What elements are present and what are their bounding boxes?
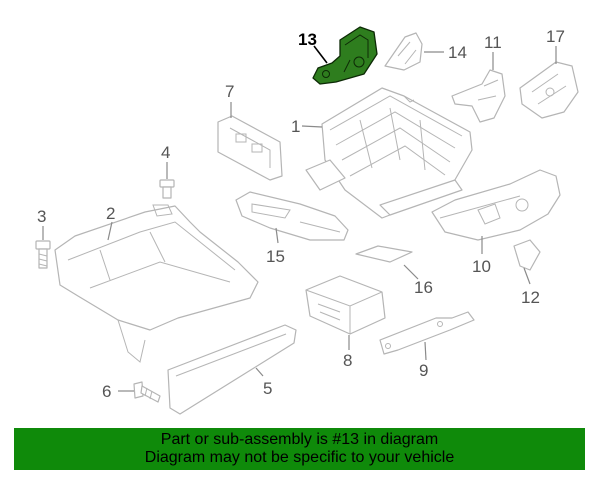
callout-12: 12 (521, 288, 540, 307)
callout-6: 6 (102, 382, 111, 401)
callout-leaders (42, 45, 557, 392)
callout-1: 1 (291, 117, 300, 136)
callout-2: 2 (106, 204, 115, 223)
part-1-seat-track-assembly[interactable] (305, 87, 473, 219)
callout-5: 5 (263, 379, 272, 398)
callout-3: 3 (37, 207, 46, 226)
callout-15: 15 (266, 247, 285, 266)
callout-9: 9 (419, 361, 428, 380)
part-14-bracket[interactable] (384, 32, 423, 71)
callout-16: 16 (414, 278, 433, 297)
callout-13-highlighted: 13 (298, 30, 317, 49)
part-4-bolt[interactable] (159, 179, 175, 199)
callout-11: 11 (484, 33, 502, 52)
part-9-bracket[interactable] (379, 311, 475, 355)
info-banner: Part or sub-assembly is #13 in diagram D… (14, 428, 585, 470)
part-13-highlighted-bracket[interactable] (312, 26, 378, 85)
part-2-seat-frame[interactable] (54, 204, 259, 363)
part-16-pad[interactable] (355, 245, 413, 263)
callout-4: 4 (161, 143, 170, 162)
parts-diagram: 1 2 3 4 5 6 7 8 9 10 11 12 14 15 16 17 1… (35, 26, 579, 415)
part-15-front-trim[interactable] (235, 191, 349, 241)
part-17-recliner-bracket[interactable] (519, 61, 579, 119)
part-3-bolt[interactable] (35, 240, 51, 269)
callout-7: 7 (225, 82, 234, 101)
callout-17: 17 (546, 27, 565, 46)
callout-numbers: 1 2 3 4 5 6 7 8 9 10 11 12 14 15 16 17 1… (37, 27, 565, 401)
part-7-switch-bracket[interactable] (217, 115, 283, 181)
part-5-side-trim[interactable] (167, 324, 297, 415)
part-8-control-module[interactable] (305, 275, 386, 335)
part-11-bracket[interactable] (451, 69, 506, 123)
part-6-bolt[interactable] (133, 381, 161, 403)
callout-8: 8 (343, 351, 352, 370)
part-12-cover[interactable] (513, 239, 541, 271)
banner-line-1: Part or sub-assembly is #13 in diagram (160, 431, 439, 448)
callout-14: 14 (448, 43, 467, 62)
banner-line-2: Diagram may not be specific to your vehi… (144, 449, 455, 466)
part-10-side-shield[interactable] (431, 169, 561, 241)
callout-10: 10 (472, 257, 491, 276)
